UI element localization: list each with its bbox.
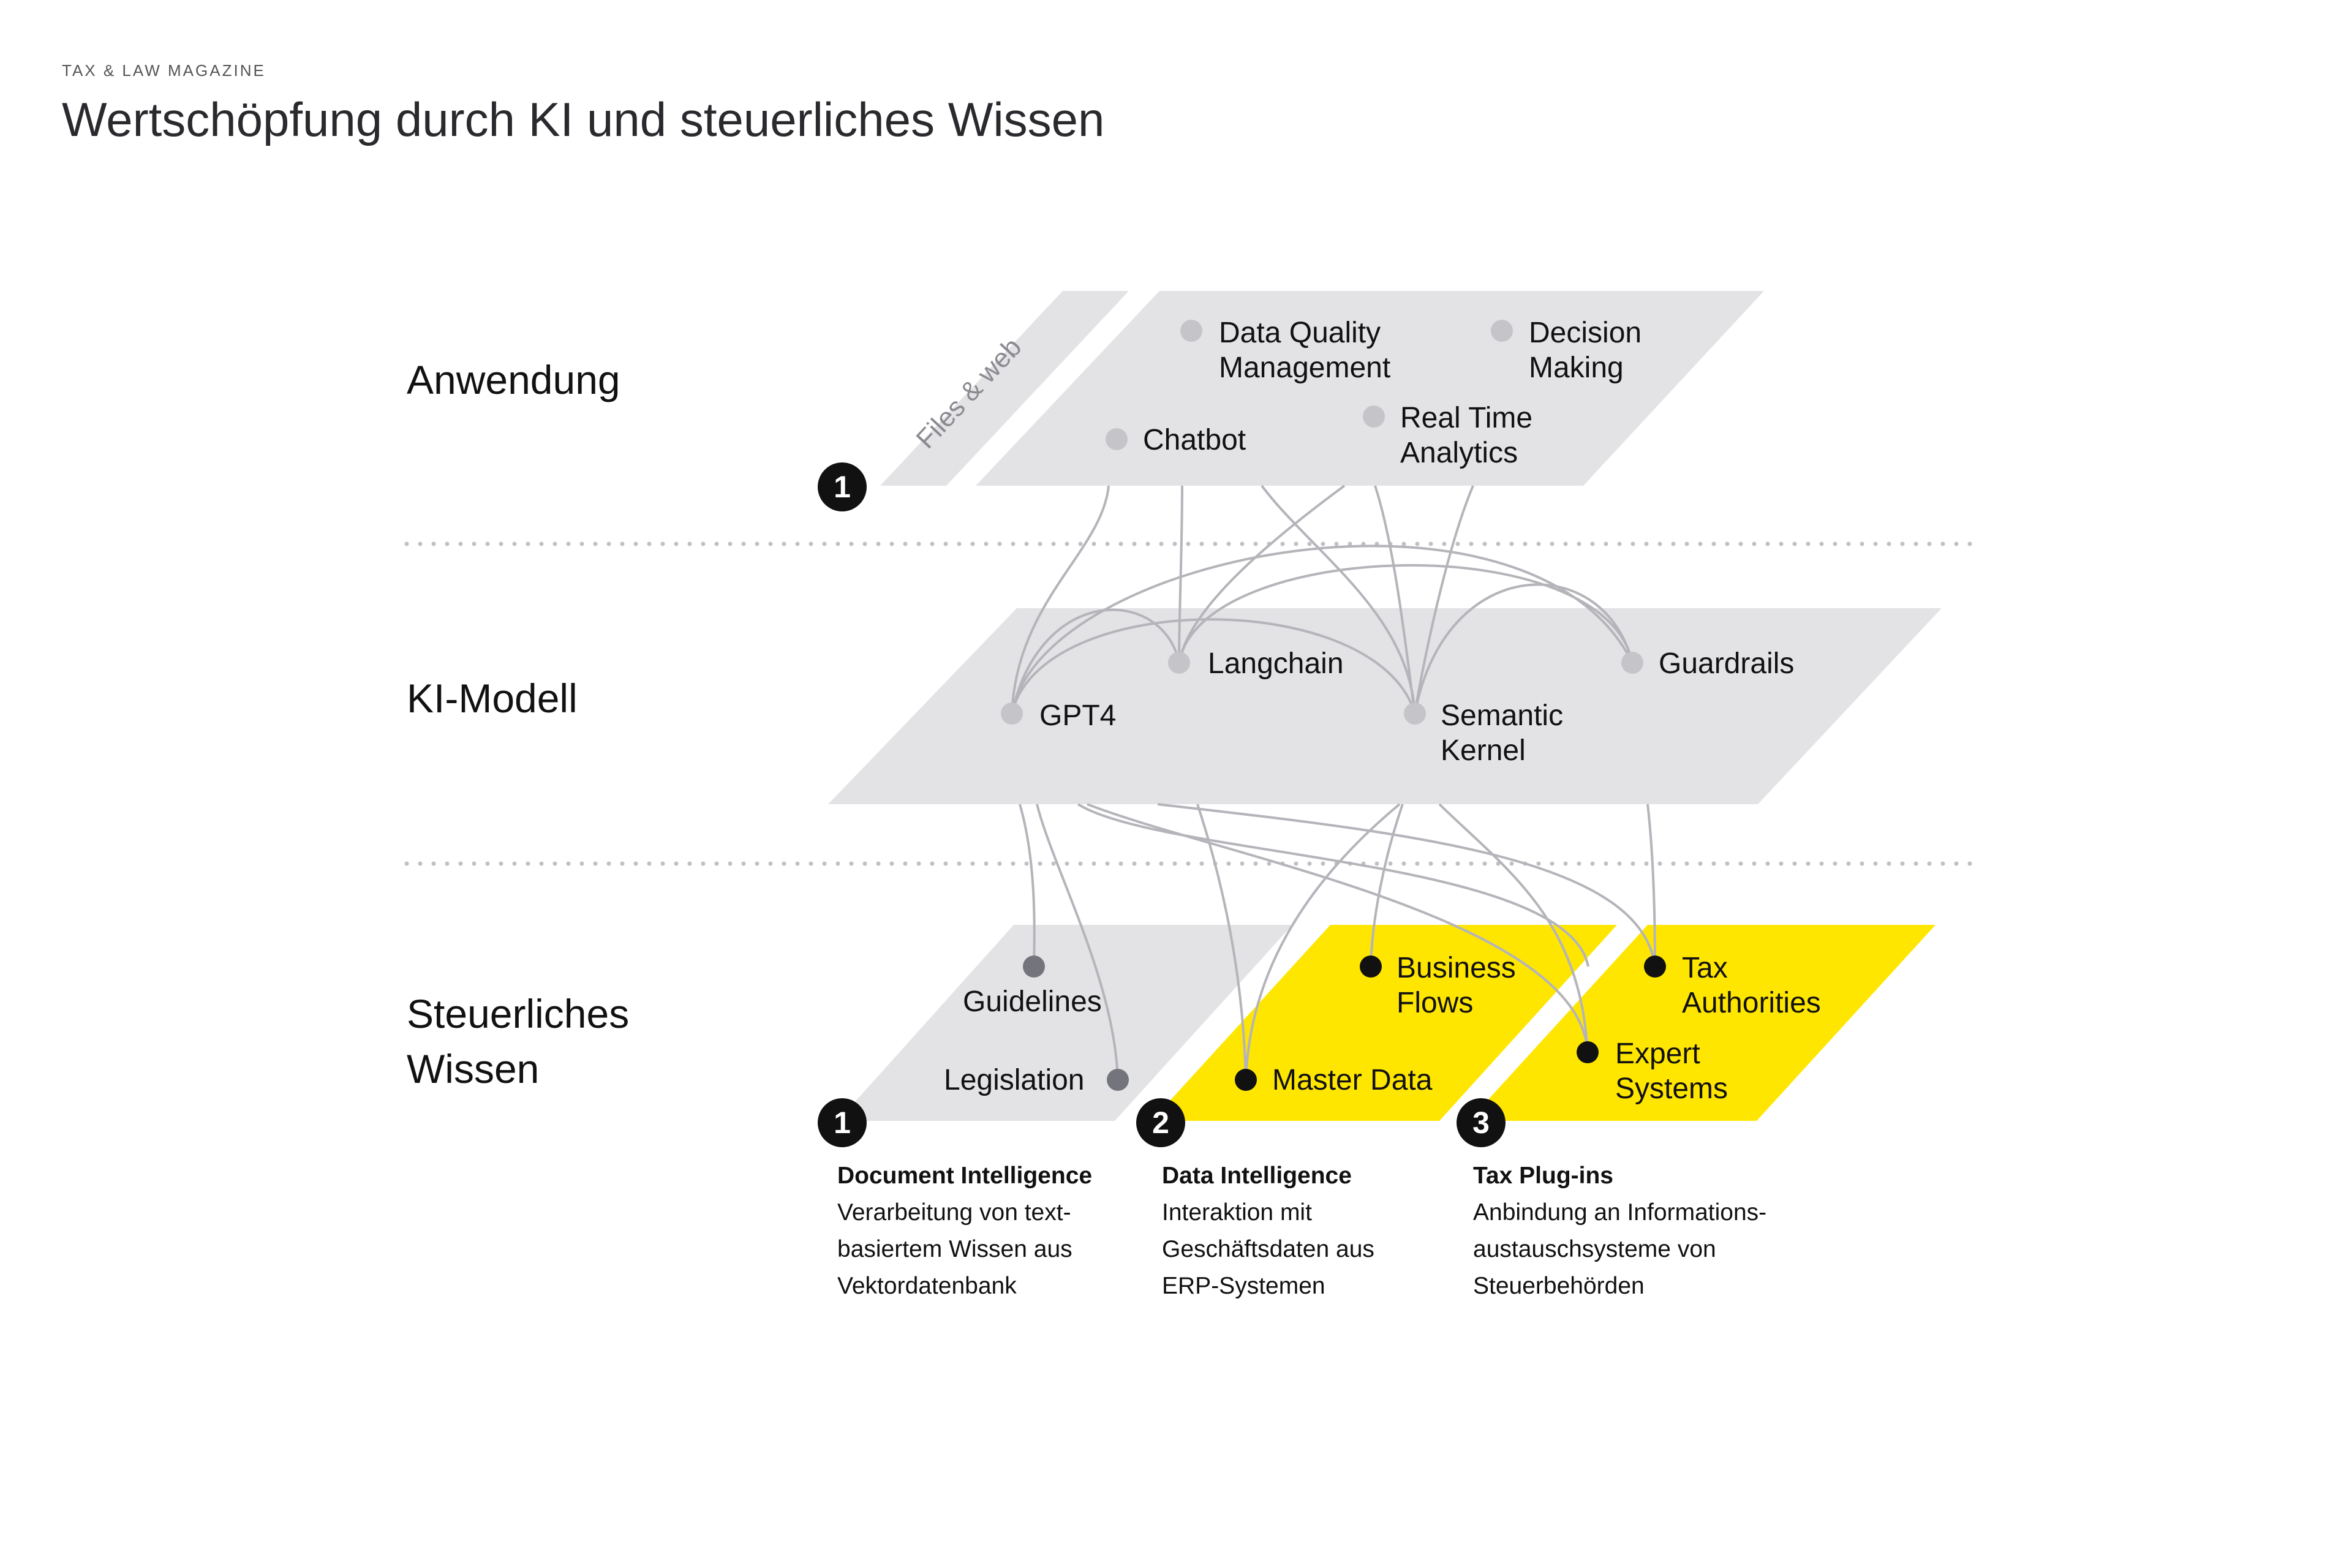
legend-data-intelligence-desc-2: Geschäftsdaten aus [1162,1236,1374,1262]
node-expert-systems-line-2: Systems [1615,1072,1728,1105]
node-semantic-line-2: Kernel [1441,734,1526,767]
legend-data-intelligence-desc-3: ERP-Systemen [1162,1273,1325,1299]
dot-semantic [1404,703,1426,725]
legend-tax-plugins-desc: Anbindung an Informations- austauschsyst… [1473,1194,1766,1305]
layer-label-application: Anwendung [407,357,620,402]
badge-app-number: 1 [834,470,851,504]
node-chatbot-line-1: Chatbot [1143,424,1246,456]
legend-document-intelligence-title: Document Intelligence [837,1163,1093,1189]
node-expert-systems: Expert Systems [1615,1036,1728,1106]
node-semantic: Semantic Kernel [1441,698,1563,768]
dot-legislation [1107,1069,1129,1091]
layer-label-knowledge-line-1: Steuerliches [407,991,630,1036]
node-business-flows: Business Flows [1396,951,1516,1020]
node-guidelines: Guidelines [963,984,1102,1019]
files-web-panel [880,291,1129,486]
node-gpt4: GPT4 [1039,698,1116,733]
node-tax-authorities-line-2: Authorities [1682,987,1821,1019]
document-knowledge-panel [838,925,1292,1121]
node-data-quality: Data Quality Management [1219,315,1390,385]
node-business-flows-line-1: Business [1396,952,1516,984]
badge-data-number: 2 [1152,1106,1169,1140]
page-title: Wertschöpfung durch KI und steuerliches … [62,92,1105,146]
node-dots [1001,320,1666,1091]
model-panel [828,608,1942,804]
node-legislation: Legislation [944,1063,1085,1098]
layer-label-knowledge: Steuerliches Wissen [407,986,629,1096]
dot-guidelines [1023,956,1045,978]
dot-gpt4 [1001,703,1023,725]
data-knowledge-panel [1152,925,1617,1121]
magazine-kicker: TAX & LAW MAGAZINE [62,61,266,80]
legend-tax-plugins-desc-3: Steuerbehörden [1473,1273,1645,1299]
node-chatbot: Chatbot [1143,423,1246,458]
node-expert-systems-line-1: Expert [1615,1038,1700,1070]
legend-data-intelligence-desc: Interaktion mit Geschäftsdaten aus ERP-S… [1162,1194,1374,1305]
badge-plugins: 3 [1457,1098,1506,1147]
legend-tax-plugins-desc-1: Anbindung an Informations- [1473,1199,1767,1226]
node-guardrails: Guardrails [1659,646,1794,681]
node-semantic-line-1: Semantic [1441,699,1564,732]
badge-doc-number: 1 [834,1106,851,1140]
dot-guardrails [1621,652,1643,674]
legend-data-intelligence-desc-1: Interaktion mit [1162,1199,1312,1226]
node-decision: Decision Making [1529,315,1642,385]
connection-lines [1011,484,1656,1080]
node-guardrails-line-1: Guardrails [1659,647,1795,680]
badge-doc: 1 [818,1098,867,1147]
legend-tax-plugins-title: Tax Plug-ins [1473,1163,1613,1189]
badge-data: 2 [1136,1098,1185,1147]
node-realtime: Real Time Analytics [1400,401,1532,470]
legend-document-intelligence-desc-1: Verarbeitung von text- [837,1199,1071,1226]
node-realtime-line-2: Analytics [1400,437,1518,469]
dot-data-quality [1180,320,1202,342]
node-data-quality-line-2: Management [1219,352,1391,384]
application-panel [976,291,1764,486]
legend-tax-plugins-desc-2: austauschsysteme von [1473,1236,1716,1262]
node-legislation-line-1: Legislation [944,1064,1085,1096]
plugins-knowledge-panel [1469,925,1936,1121]
node-data-quality-line-1: Data Quality [1219,317,1381,349]
node-tax-authorities-line-1: Tax [1682,952,1728,984]
node-langchain: Langchain [1208,646,1344,681]
node-gpt4-line-1: GPT4 [1039,699,1117,732]
dot-decision [1491,320,1513,342]
node-langchain-line-1: Langchain [1208,647,1344,680]
node-guidelines-line-1: Guidelines [963,986,1102,1018]
node-decision-line-1: Decision [1529,317,1642,349]
node-master-data-line-1: Master Data [1272,1064,1433,1096]
node-business-flows-line-2: Flows [1396,987,1474,1019]
legend-data-intelligence-title: Data Intelligence [1162,1163,1352,1189]
dot-master-data [1235,1069,1257,1091]
dot-tax-authorities [1644,956,1666,978]
node-master-data: Master Data [1272,1063,1432,1098]
badge-plugins-number: 3 [1472,1106,1490,1140]
node-tax-authorities: Tax Authorities [1682,951,1821,1020]
dot-expert-systems [1577,1041,1599,1063]
node-decision-line-2: Making [1529,352,1624,384]
legend-data-intelligence: Data Intelligence Interaktion mit Geschä… [1162,1158,1374,1305]
dot-realtime [1363,405,1385,428]
legend-document-intelligence-desc-3: Vektordatenbank [837,1273,1017,1299]
dot-langchain [1168,652,1190,674]
legend-tax-plugins: Tax Plug-ins Anbindung an Informations- … [1473,1158,1766,1305]
node-realtime-line-1: Real Time [1400,402,1533,434]
dot-business-flows [1360,956,1382,978]
layer-label-model: KI-Modell [407,676,578,721]
legend-document-intelligence: Document Intelligence Verarbeitung von t… [837,1158,1092,1305]
dot-chatbot [1106,428,1128,450]
badge-app: 1 [818,462,867,511]
layer-label-knowledge-line-2: Wissen [407,1046,540,1091]
legend-document-intelligence-desc-2: basiertem Wissen aus [837,1236,1072,1262]
legend-document-intelligence-desc: Verarbeitung von text- basiertem Wissen … [837,1194,1092,1305]
